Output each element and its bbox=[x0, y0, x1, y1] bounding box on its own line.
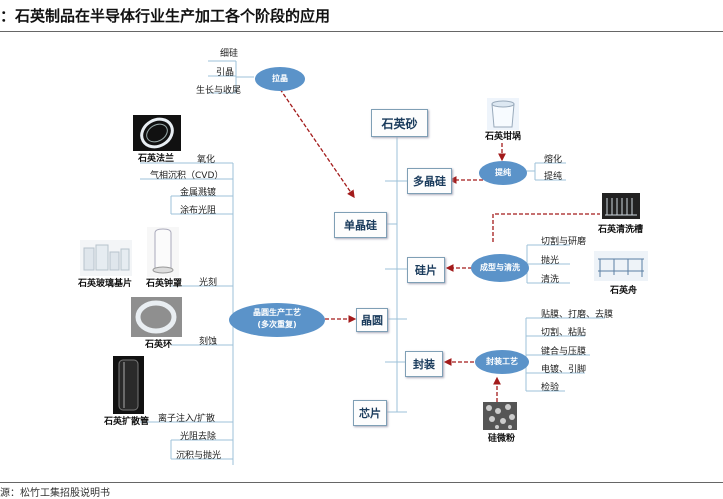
bell-jar-label: 石英钟罩 bbox=[146, 279, 183, 289]
pulling-item-1: 细硅 bbox=[220, 49, 239, 59]
cloud-pulling-label: 拉晶 bbox=[272, 74, 288, 83]
package-item-2: 切割、粘贴 bbox=[541, 328, 587, 338]
node-chip: 芯片 bbox=[353, 400, 387, 426]
diffusion-tube-label: 石英扩散管 bbox=[104, 417, 150, 427]
purify-item-1: 熔化 bbox=[544, 155, 563, 165]
cloud-wafer-process-label-1: 晶圆生产工艺 bbox=[253, 308, 301, 317]
top-rule bbox=[0, 31, 723, 32]
flange-image bbox=[133, 115, 181, 151]
flange-label: 石英法兰 bbox=[138, 154, 175, 164]
bottom-rule bbox=[0, 482, 723, 483]
page-title: ：石英制品在半导体行业生产加工各个阶段的应用 bbox=[0, 7, 331, 25]
cleaning-tank-label: 石英清洗槽 bbox=[598, 225, 644, 235]
node-monocrystal: 单晶硅 bbox=[334, 212, 387, 238]
cloud-forming-label: 成型与清洗 bbox=[480, 263, 520, 272]
wafer-step-2: 气相沉积（CVD） bbox=[150, 171, 224, 181]
pulling-item-3: 生长与收尾 bbox=[196, 86, 242, 96]
crucible-label: 石英坩埚 bbox=[485, 132, 522, 142]
glass-plate-label: 石英玻璃基片 bbox=[78, 279, 133, 289]
package-item-4: 电镀、引脚 bbox=[541, 365, 587, 375]
cloud-purification-label: 提纯 bbox=[495, 168, 511, 177]
source-note: 源：松竹工集招股说明书 bbox=[0, 488, 110, 499]
boat-label: 石英舟 bbox=[610, 286, 638, 296]
wafer-step-9: 沉积与抛光 bbox=[176, 451, 222, 461]
cloud-wafer-process-label-2: (多次重复) bbox=[257, 320, 297, 329]
ring-image bbox=[131, 297, 182, 337]
bell-jar-image bbox=[147, 227, 179, 277]
node-silicon-wafer: 硅片 bbox=[407, 257, 445, 283]
cloud-package bbox=[475, 350, 529, 374]
purify-item-2: 提纯 bbox=[544, 172, 563, 182]
wafer-step-6: 刻蚀 bbox=[199, 337, 218, 347]
node-quartz-sand: 石英砂 bbox=[371, 109, 428, 137]
forming-item-2: 抛光 bbox=[541, 256, 560, 266]
cloud-purification bbox=[479, 161, 527, 185]
wafer-step-7: 离子注入/扩散 bbox=[158, 414, 216, 424]
package-item-5: 检验 bbox=[541, 383, 560, 393]
cloud-package-label: 封装工艺 bbox=[486, 357, 518, 366]
ring-label: 石英环 bbox=[145, 340, 173, 350]
crucible-image bbox=[487, 98, 519, 130]
silica-powder-image bbox=[483, 402, 517, 430]
wafer-step-8: 光阻去除 bbox=[180, 432, 217, 442]
pulling-item-2: 引晶 bbox=[216, 68, 235, 78]
forming-item-1: 切割与研磨 bbox=[541, 237, 587, 247]
package-item-3: 键合与压膜 bbox=[541, 347, 587, 357]
cloud-forming bbox=[471, 254, 529, 282]
silica-powder-label: 硅微粉 bbox=[488, 434, 516, 444]
node-package: 封装 bbox=[405, 351, 443, 377]
forming-item-3: 清洗 bbox=[541, 275, 560, 285]
cleaning-tank-image bbox=[602, 193, 640, 219]
glass-plate-image bbox=[80, 240, 132, 276]
diffusion-tube-image bbox=[113, 356, 144, 414]
wafer-step-4: 涂布光阻 bbox=[180, 206, 217, 216]
package-item-1: 贴膜、打磨、去膜 bbox=[541, 310, 614, 320]
node-wafer: 晶圆 bbox=[356, 308, 388, 332]
cloud-pulling bbox=[255, 67, 305, 91]
wafer-step-1: 氧化 bbox=[197, 155, 216, 165]
boat-image bbox=[594, 251, 648, 281]
wafer-step-5: 光刻 bbox=[199, 278, 218, 288]
wafer-step-3: 金属溅镀 bbox=[180, 188, 217, 198]
node-polysilicon: 多晶硅 bbox=[407, 168, 452, 194]
cloud-wafer-process bbox=[229, 303, 325, 337]
